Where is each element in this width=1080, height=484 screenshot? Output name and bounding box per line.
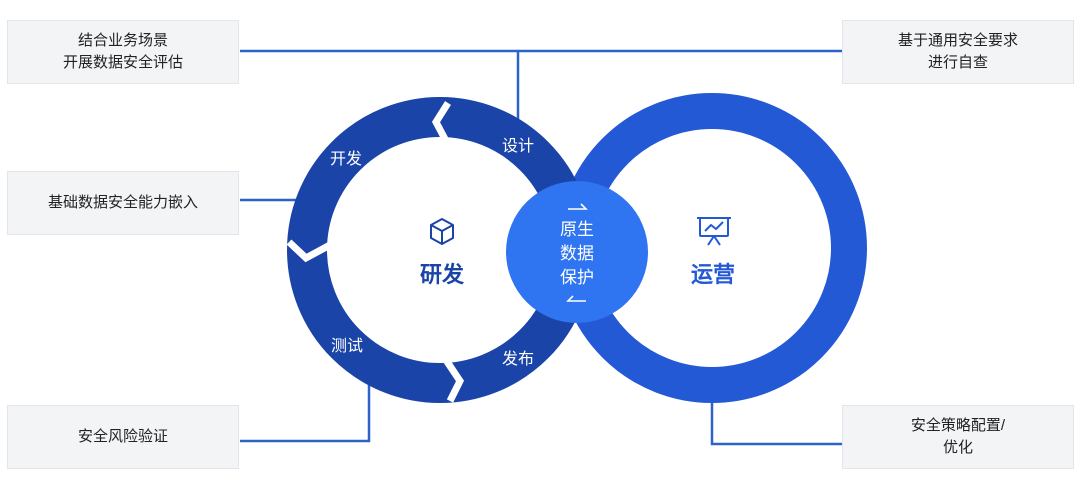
right-box-bottom-line-2: 优化: [942, 439, 973, 456]
right-box-top: 基于通用安全要求 进行自查: [842, 20, 1074, 84]
left-box-top: 结合业务场景 开展数据安全评估: [7, 20, 239, 84]
segment-label-design: 设计: [502, 137, 534, 155]
left-box-top-line-2: 开展数据安全评估: [62, 54, 183, 71]
connector-lines: [240, 49, 842, 446]
right-box-top-line-1: 基于通用安全要求: [897, 32, 1018, 49]
right-box-top-line-2: 进行自查: [927, 54, 988, 71]
ring-separator-bottom: [443, 358, 465, 403]
right-ring-title: 运营: [691, 262, 735, 287]
cube-icon: [430, 218, 454, 245]
left-box-middle-line-1: 基础数据安全能力嵌入: [47, 194, 198, 211]
left-box-middle: 基础数据安全能力嵌入: [7, 171, 239, 235]
left-ring-title: 研发: [420, 262, 465, 287]
left-box-bottom: 安全风险验证: [7, 405, 239, 469]
center-line-3: 保护: [560, 268, 594, 287]
segment-label-release: 发布: [502, 350, 534, 368]
center-line-2: 数据: [560, 244, 594, 263]
ring-separator-top: [431, 101, 451, 143]
center-line-1: 原生: [560, 220, 594, 239]
segment-label-test: 测试: [331, 337, 363, 355]
left-box-bottom-line-1: 安全风险验证: [77, 428, 168, 445]
right-box-bottom-line-1: 安全策略配置/: [910, 417, 1006, 434]
ring-separator-left: [286, 239, 332, 263]
center-arrow-bottom-icon: [566, 295, 586, 302]
left-box-top-line-1: 结合业务场景: [77, 32, 168, 49]
connector-bottom-left: [240, 366, 371, 443]
center-circle: [506, 181, 648, 323]
segment-label-develop: 开发: [330, 150, 362, 168]
presentation-board-icon: [697, 217, 731, 246]
center-arrow-top-icon: [568, 203, 588, 210]
right-box-bottom: 安全策略配置/ 优化: [842, 405, 1074, 469]
